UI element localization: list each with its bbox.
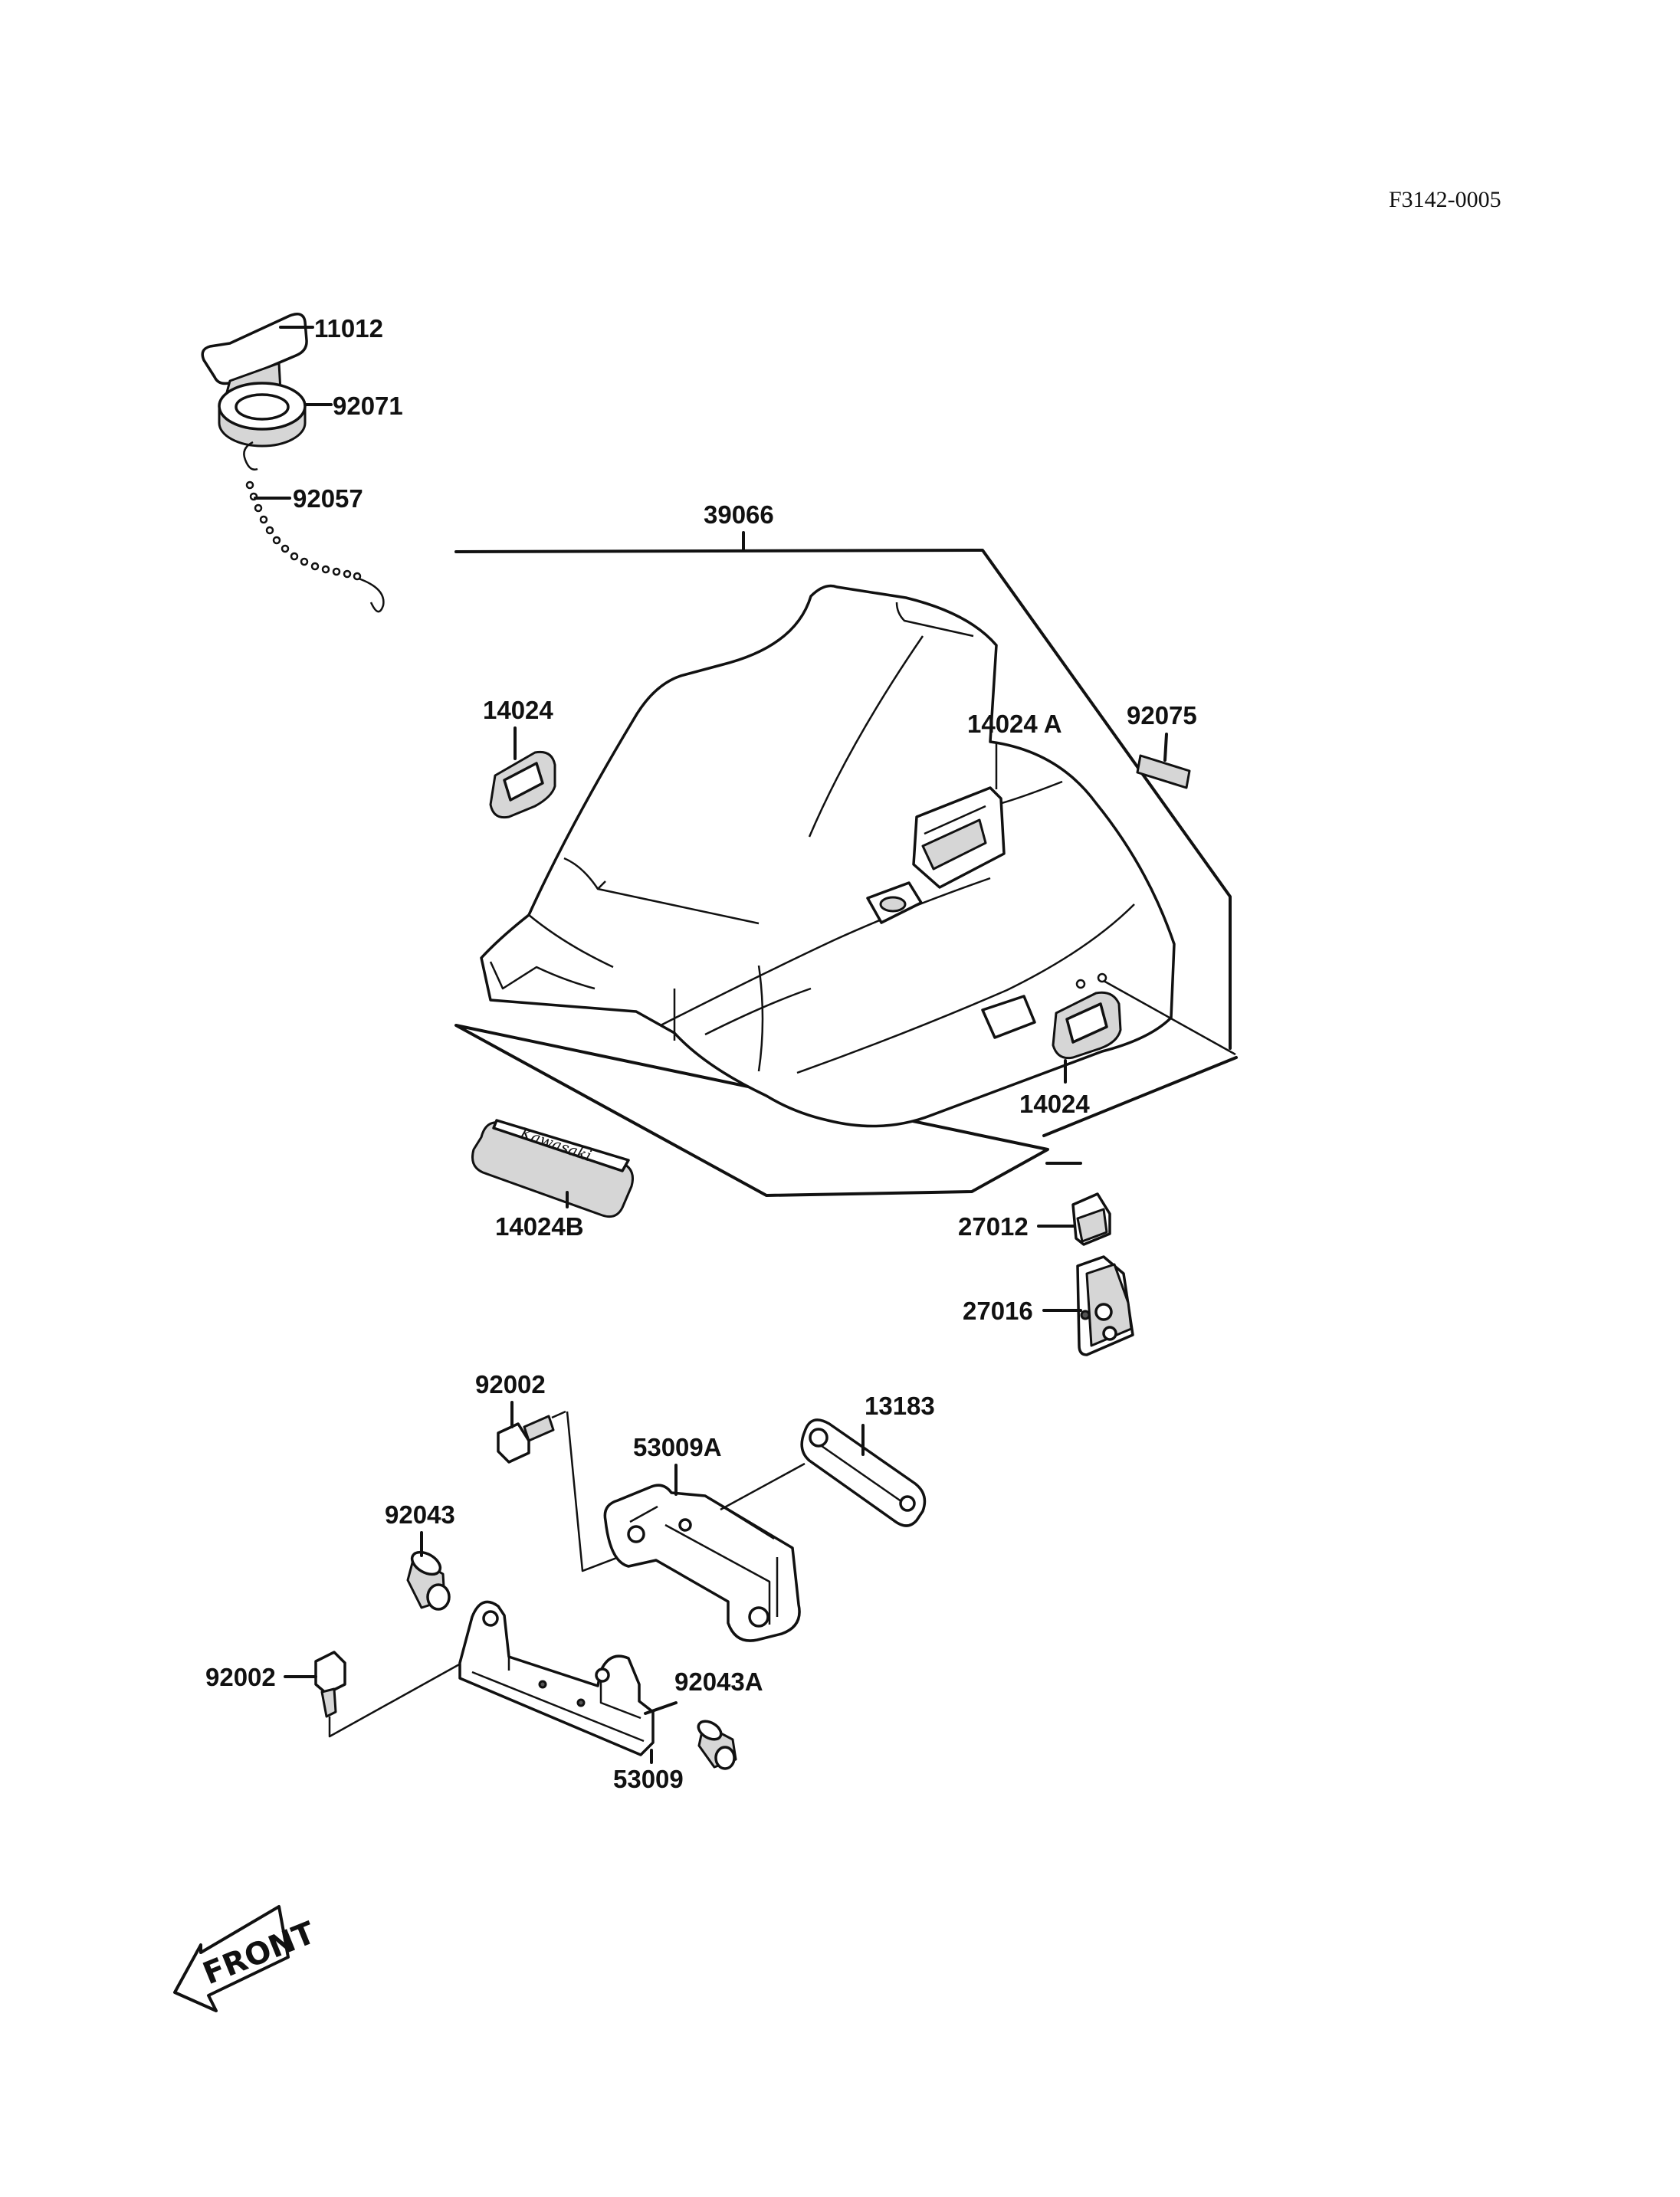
label-14024B: 14024B [495,1212,584,1241]
label-39066: 39066 [704,500,774,529]
latch-base-27016 [1076,1255,1134,1356]
hood-body [480,584,1176,1128]
label-92043: 92043 [385,1500,455,1529]
chain-92057 [243,441,385,613]
bracket-53009A [603,1484,801,1642]
collar-92043A [697,1720,737,1770]
front-arrow: FRONT [173,1905,321,2012]
label-53009A: 53009A [633,1433,722,1461]
bracket-53009 [458,1600,655,1756]
label-13183: 13183 [865,1392,935,1420]
plate-92075 [1136,754,1191,789]
label-11012: 11012 [314,314,383,343]
label-14024-bottom: 14024 [1019,1090,1090,1118]
grommet-14024-top [489,750,556,819]
label-92071: 92071 [333,392,403,420]
fuel-filler-well [866,881,923,924]
hood-hole-2 [1097,972,1107,983]
vent-plate [981,995,1036,1039]
assembly-bracket [454,549,1238,1197]
label-92002-left: 92002 [205,1663,276,1691]
bolt-92002-top [497,1410,566,1464]
label-14024A: 14024 A [967,710,1062,738]
label-27016: 27016 [963,1297,1033,1325]
diagram-code: F3142-0005 [1389,187,1501,212]
grommet-14024-bottom [1052,991,1122,1060]
plate-13183 [800,1418,927,1527]
front-arrow-text: FRONT [199,1915,321,1992]
label-92075: 92075 [1127,701,1197,730]
label-92002-top: 92002 [475,1370,546,1399]
label-14024-top: 14024 [483,696,553,724]
gasket-92071 [218,382,307,448]
hood-vent [912,786,1006,889]
label-92043A: 92043A [674,1667,763,1696]
collar-92043 [406,1550,451,1611]
label-92057: 92057 [293,484,363,513]
latch-27012 [1071,1192,1111,1246]
hood-hole-1 [1075,979,1086,989]
label-27012: 27012 [958,1212,1029,1241]
emblem-14024B: Kawasaki [471,1119,634,1218]
bolt-92002-left [314,1651,346,1718]
label-53009: 53009 [613,1765,684,1793]
